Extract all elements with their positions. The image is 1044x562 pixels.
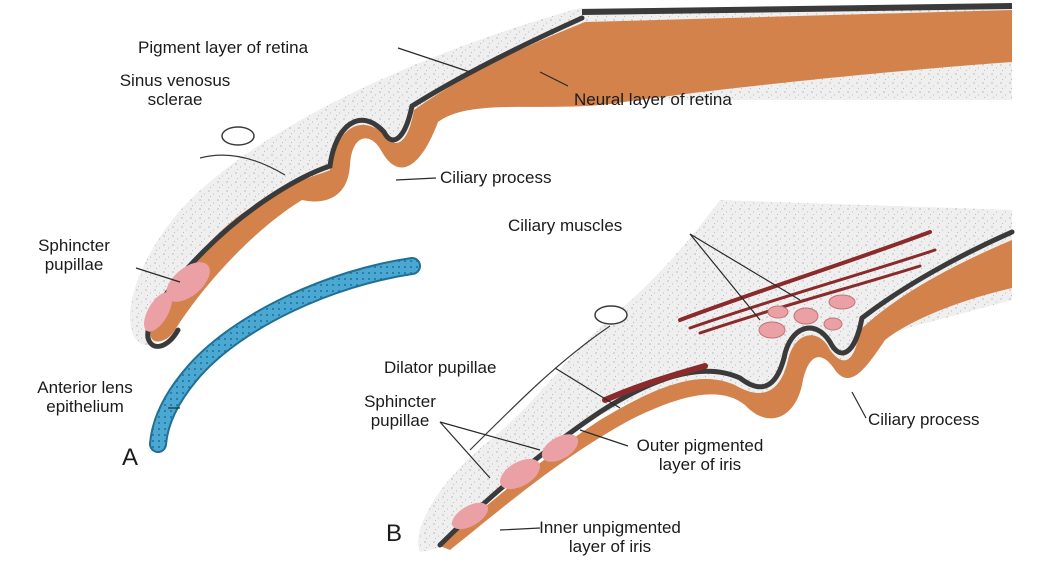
panel-b-sinus-venosus [595,306,627,324]
label-inner-line2: layer of iris [530,537,690,556]
label-sphincter-a-line2: pupillae [24,255,124,274]
panel-label-a: A [122,444,138,472]
label-outer-line2: layer of iris [630,455,770,474]
panel-label-b: B [386,520,402,548]
label-ciliary-process-b: Ciliary process [868,410,979,429]
label-lens-line2: epithelium [0,397,170,416]
panel-a-sinus-venosus [222,127,254,145]
label-outer-pigmented-layer: Outer pigmented layer of iris [630,436,770,474]
label-sinus-venosus-line1: Sinus venosus [100,71,250,90]
label-neural-layer-of-retina: Neural layer of retina [574,90,732,109]
label-sphincter-b-line1: Sphincter [350,392,450,411]
panel-b-drawing [418,200,1012,552]
label-sinus-venosus-line2: sclerae [100,90,250,109]
label-inner-line1: Inner unpigmented [530,518,690,537]
label-lens-line1: Anterior lens [0,378,170,397]
label-sphincter-b-line2: pupillae [350,411,450,430]
label-dilator-pupillae: Dilator pupillae [384,358,496,377]
label-sinus-venosus-sclerae: Sinus venosus sclerae [100,71,250,109]
label-sphincter-a-line1: Sphincter [24,236,124,255]
label-sphincter-pupillae-a: Sphincter pupillae [24,236,124,274]
label-pigment-layer-of-retina: Pigment layer of retina [138,38,308,57]
label-ciliary-muscles: Ciliary muscles [508,216,622,235]
label-inner-unpigmented-layer: Inner unpigmented layer of iris [530,518,690,556]
label-outer-line1: Outer pigmented [630,436,770,455]
label-sphincter-pupillae-b: Sphincter pupillae [350,392,450,430]
label-anterior-lens-epithelium: Anterior lens epithelium [0,378,170,416]
label-ciliary-process-a: Ciliary process [440,168,551,187]
